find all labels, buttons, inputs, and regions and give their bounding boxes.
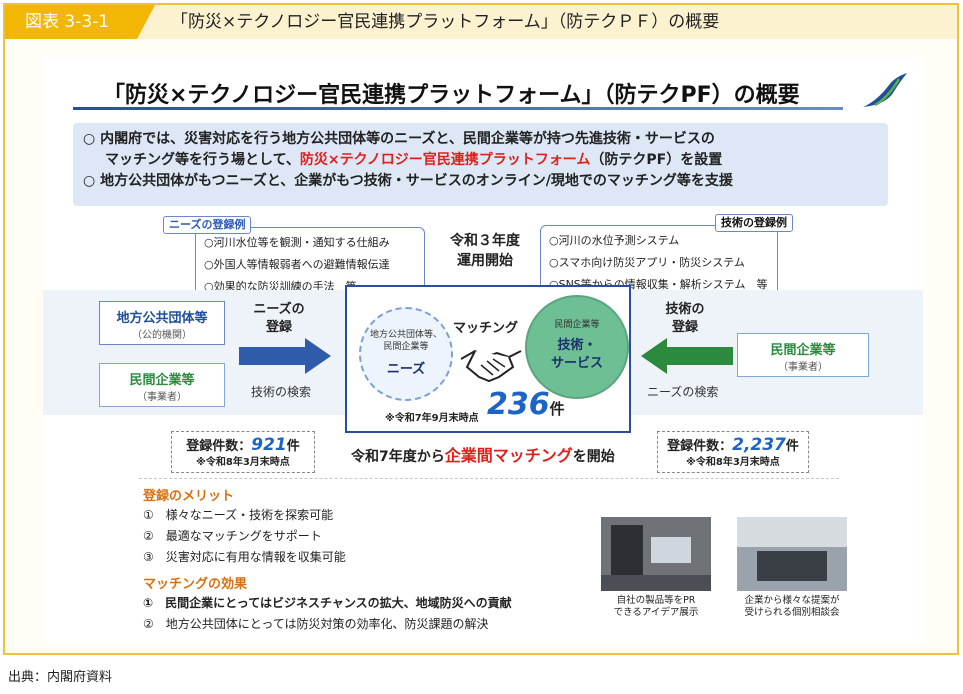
figure-tag: 図表 3-3-1 xyxy=(5,5,155,39)
matching-count: 236件 xyxy=(487,387,565,422)
matching-count-value: 236 xyxy=(487,387,550,422)
exhibit-photo xyxy=(601,517,711,591)
tech-register-line2: 登録 xyxy=(671,320,698,335)
needs-circle-sub1: 地方公共団体等、 xyxy=(369,330,442,340)
merit-item: ③ 災害対応に有用な情報を収集可能 xyxy=(143,550,346,564)
tech-register-label: 技術の 登録 xyxy=(655,301,715,337)
needs-arrow-icon xyxy=(239,338,331,374)
matching-count-note: ※令和7年9月末時点 xyxy=(385,413,479,424)
figure-header: 図表 3-3-1 「防災×テクノロジー官民連携プラットフォーム」（防テクＰＦ）の… xyxy=(5,5,957,39)
needs-circle: 地方公共団体等、 民間企業等 ニーズ xyxy=(359,307,453,401)
tech-count-box: 登録件数：2,237件 ※令和8年3月末時点 xyxy=(657,431,809,473)
matching-start-a: 令和7年度から xyxy=(351,449,445,465)
needs-count-box: 登録件数：921件 ※令和8年3月末時点 xyxy=(171,431,315,473)
effects-title: マッチングの効果 xyxy=(143,577,248,592)
needs-search-label: ニーズの検索 xyxy=(647,385,719,399)
actor-sub: （公的機関） xyxy=(132,330,192,341)
merits-title: 登録のメリット xyxy=(143,489,235,504)
matching-label: マッチング xyxy=(453,321,519,336)
needs-example-item: ○効果的な防災訓練の手法 等 xyxy=(204,280,357,293)
effects-list: ① 民間企業にとってはビジネスチャンスの拡大、地域防災への貢献 ② 地方公共団体… xyxy=(143,593,512,635)
tech-circle: 民間企業等 技術・ サービス xyxy=(525,295,629,399)
merit-item: ② 最適なマッチングをサポート xyxy=(143,529,322,543)
needs-register-line1: ニーズの xyxy=(253,302,305,317)
actor-sub: （事業者） xyxy=(778,362,828,373)
matching-count-unit: 件 xyxy=(549,400,565,418)
exhibit-photo-caption: 自社の製品等をPR できるアイデア展示 xyxy=(601,595,711,619)
needs-example-item: ○河川水位等を観測・通知する仕組み xyxy=(204,236,390,249)
count-unit: 件 xyxy=(785,439,799,454)
needs-register-label: ニーズの 登録 xyxy=(249,301,309,337)
actor-sub: （事業者） xyxy=(137,392,187,403)
summary-line-3: ○ 地方公共団体がもつニーズと、企業がもつ技術・サービスのオンライン/現地でのマ… xyxy=(83,173,733,189)
consultation-photo xyxy=(737,517,847,591)
count-label: 登録件数： xyxy=(667,439,733,454)
matching-start-text: 令和7年度から企業間マッチングを開始 xyxy=(351,442,615,466)
actor-name: 民間企業等 xyxy=(770,343,836,358)
launch-year: 令和３年度 xyxy=(450,233,520,249)
section-divider xyxy=(139,478,839,479)
summary-line-2: マッチング等を行う場として、防災×テクノロジー官民連携プラットフォーム（防テクP… xyxy=(83,150,878,171)
count-unit: 件 xyxy=(286,439,300,454)
needs-register-line2: 登録 xyxy=(265,320,292,335)
launch-year-label: 令和３年度 運用開始 xyxy=(435,231,535,271)
figure-frame: 図表 3-3-1 「防災×テクノロジー官民連携プラットフォーム」（防テクＰＦ）の… xyxy=(3,3,959,655)
effect-item: ② 地方公共団体にとっては防災対策の効率化、防災課題の解決 xyxy=(143,617,489,631)
private-company-actor-right: 民間企業等 （事業者） xyxy=(737,333,869,377)
tech-circle-label2: サービス xyxy=(550,356,603,371)
tech-example-item: ○スマホ向け防災アプリ・防災システム xyxy=(549,256,745,269)
needs-count-value: 921 xyxy=(251,435,287,455)
tech-count-value: 2,237 xyxy=(732,435,786,455)
merits-list: ① 様々なニーズ・技術を探索可能 ② 最適なマッチングをサポート ③ 災害対応に… xyxy=(143,505,346,568)
tech-arrow-icon xyxy=(641,338,733,374)
effect-item: ① 民間企業にとってはビジネスチャンスの拡大、地域防災への貢献 xyxy=(143,596,512,610)
count-label: 登録件数： xyxy=(186,439,252,454)
count-note: ※令和8年3月末時点 xyxy=(686,457,780,468)
matching-center-box: 地方公共団体等、 民間企業等 ニーズ マッチング 民間企業等 技術・ サービス … xyxy=(345,285,631,433)
consultation-photo-caption: 企業から様々な提案が 受けられる個別相談会 xyxy=(737,595,847,619)
main-title: 「防災×テクノロジー官民連携プラットフォーム」（防テクPF）の概要 xyxy=(103,83,800,108)
needs-circle-sub2: 民間企業等 xyxy=(383,342,429,352)
tech-circle-sub: 民間企業等 xyxy=(554,320,600,330)
cabinet-office-logo-icon xyxy=(863,73,907,107)
photo-caption-line: 自社の製品等をPR xyxy=(616,595,696,606)
summary-box: ○ 内閣府では、災害対応を行う地方公共団体等のニーズと、民間企業等が持つ先進技術… xyxy=(73,123,888,206)
platform-name-highlight: 防災×テクノロジー官民連携プラットフォーム xyxy=(299,152,591,168)
tech-examples-tag: 技術の登録例 xyxy=(715,214,793,232)
needs-examples-tag: ニーズの登録例 xyxy=(163,216,252,234)
actor-name: 民間企業等 xyxy=(129,373,195,388)
actor-name: 地方公共団体等 xyxy=(116,311,208,326)
matching-start-b: を開始 xyxy=(572,449,615,465)
needs-circle-label: ニーズ xyxy=(386,362,426,377)
launch-status: 運用開始 xyxy=(457,253,513,269)
source-note: 出典：内閣府資料 xyxy=(8,670,113,685)
summary-line-2-b: （防テクPF）を設置 xyxy=(590,152,723,168)
summary-line-1: ○ 内閣府では、災害対応を行う地方公共団体等のニーズと、民間企業等が持つ先進技術… xyxy=(83,131,715,147)
tech-circle-label1: 技術・ xyxy=(557,338,597,353)
tech-register-line1: 技術の xyxy=(665,302,705,317)
local-government-actor: 地方公共団体等 （公的機関） xyxy=(99,301,225,345)
needs-example-item: ○外国人等情報弱者への避難情報伝達 xyxy=(204,258,390,271)
merit-item: ① 様々なニーズ・技術を探索可能 xyxy=(143,508,334,522)
handshake-icon xyxy=(460,349,522,383)
photo-caption-line: できるアイデア展示 xyxy=(613,607,699,618)
diagram-panel: 「防災×テクノロジー官民連携プラットフォーム」（防テクPF）の概要 ○ 内閣府で… xyxy=(43,57,923,643)
count-note: ※令和8年3月末時点 xyxy=(196,457,290,468)
tech-search-label: 技術の検索 xyxy=(251,385,312,399)
figure-caption: 「防災×テクノロジー官民連携プラットフォーム」（防テクＰＦ）の概要 xyxy=(171,12,720,32)
summary-line-2-a: マッチング等を行う場として、 xyxy=(105,152,300,168)
photo-caption-line: 受けられる個別相談会 xyxy=(744,607,840,618)
b2b-matching-highlight: 企業間マッチング xyxy=(444,446,573,465)
private-company-actor-left: 民間企業等 （事業者） xyxy=(99,363,225,407)
photo-caption-line: 企業から様々な提案が xyxy=(744,595,840,606)
title-underline xyxy=(73,107,843,110)
tech-example-item: ○河川の水位予測システム xyxy=(549,234,680,247)
